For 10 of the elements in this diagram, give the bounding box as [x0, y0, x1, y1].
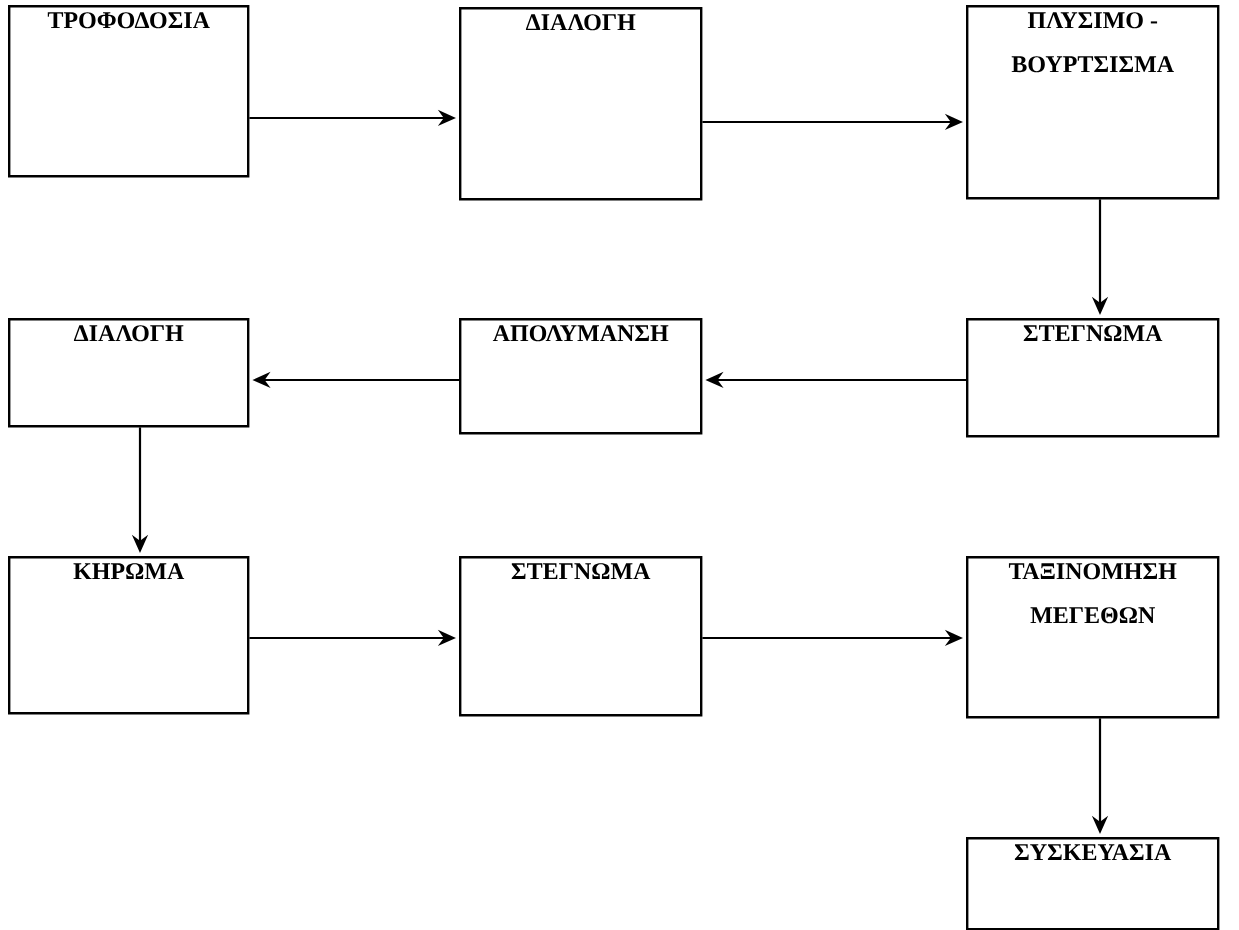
process-box: ΤΡΟΦΟΔΟΣΙΑ: [8, 5, 250, 178]
process-box: ΤΑΞΙΝΟΜΗΣΗ ΜΕΓΕΘΩΝ: [966, 556, 1220, 719]
process-box: ΣΥΣΚΕΥΑΣΙΑ: [966, 837, 1220, 930]
process-box: ΣΤΕΓΝΩΜΑ: [966, 318, 1220, 438]
process-box: ΠΛΥΣΙΜΟ - ΒΟΥΡΤΣΙΣΜΑ: [966, 5, 1220, 200]
process-box: ΑΠΟΛΥΜΑΝΣΗ: [459, 318, 703, 435]
process-box: ΣΤΕΓΝΩΜΑ: [459, 556, 703, 717]
process-box: ΔΙΑΛΟΓΗ: [8, 318, 250, 428]
process-box: ΚΗΡΩΜΑ: [8, 556, 250, 715]
process-box: ΔΙΑΛΟΓΗ: [459, 7, 703, 201]
